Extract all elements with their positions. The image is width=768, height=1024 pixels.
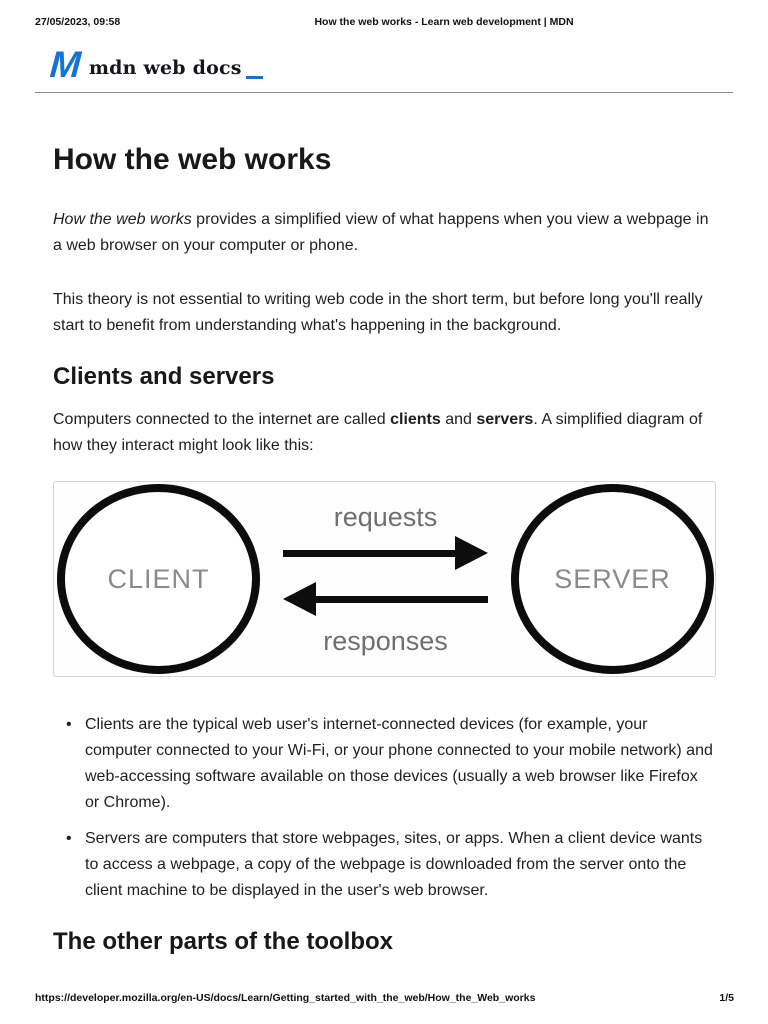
print-footer-page-indicator: 1/5 xyxy=(719,992,734,1004)
list-item-clients: Clients are the typical web user's inter… xyxy=(53,712,716,816)
mdn-wordmark: mdn web docs xyxy=(88,57,242,79)
print-header-datetime: 27/05/2023, 09:58 xyxy=(35,16,121,28)
server-circle: SERVER xyxy=(511,484,714,674)
clients-servers-list: Clients are the typical web user's inter… xyxy=(53,712,716,904)
responses-label: responses xyxy=(323,626,448,656)
server-circle-label: SERVER xyxy=(554,563,671,594)
request-arrow-icon xyxy=(283,536,488,570)
intro-rest: provides a simplified view of what happe… xyxy=(53,211,709,254)
computers-post: . A simplified diagram of how they inter… xyxy=(53,411,703,454)
print-footer: https://developer.mozilla.org/en-US/docs… xyxy=(35,992,734,1004)
response-arrow-icon xyxy=(283,582,488,616)
requests-label: requests xyxy=(333,502,438,532)
print-header-title: How the web works - Learn web developmen… xyxy=(314,16,574,28)
mdn-underscore-icon xyxy=(245,75,263,79)
client-server-diagram: CLIENT requests responses SERVER xyxy=(53,481,716,677)
diagram-arrows: requests responses xyxy=(260,502,511,656)
print-footer-url: https://developer.mozilla.org/en-US/docs… xyxy=(35,992,536,1004)
computers-paragraph: Computers connected to the internet are … xyxy=(53,407,716,459)
response-arrow-shaft xyxy=(316,595,488,603)
client-circle: CLIENT xyxy=(57,484,260,674)
article-body: How the web works How the web works prov… xyxy=(53,0,716,956)
page-title: How the web works xyxy=(53,143,332,176)
computers-pre: Computers connected to the internet are … xyxy=(53,411,391,428)
intro-italic-lead: How the web works xyxy=(53,211,192,228)
intro-paragraph: How the web works provides a simplified … xyxy=(53,207,716,259)
list-item-servers: Servers are computers that store webpage… xyxy=(53,826,716,904)
theory-paragraph: This theory is not essential to writing … xyxy=(53,291,703,334)
client-circle-label: CLIENT xyxy=(107,563,210,594)
clients-bold: clients xyxy=(390,411,441,428)
servers-bold: servers xyxy=(476,411,534,428)
section-heading-clients-and-servers: Clients and servers xyxy=(53,363,275,390)
request-arrow-shaft xyxy=(283,549,455,557)
mdn-logo: M mdn web docs xyxy=(49,44,263,85)
section-heading-toolbox: The other parts of the toolbox xyxy=(53,928,393,955)
header-divider xyxy=(35,92,733,93)
computers-mid: and xyxy=(440,411,477,428)
